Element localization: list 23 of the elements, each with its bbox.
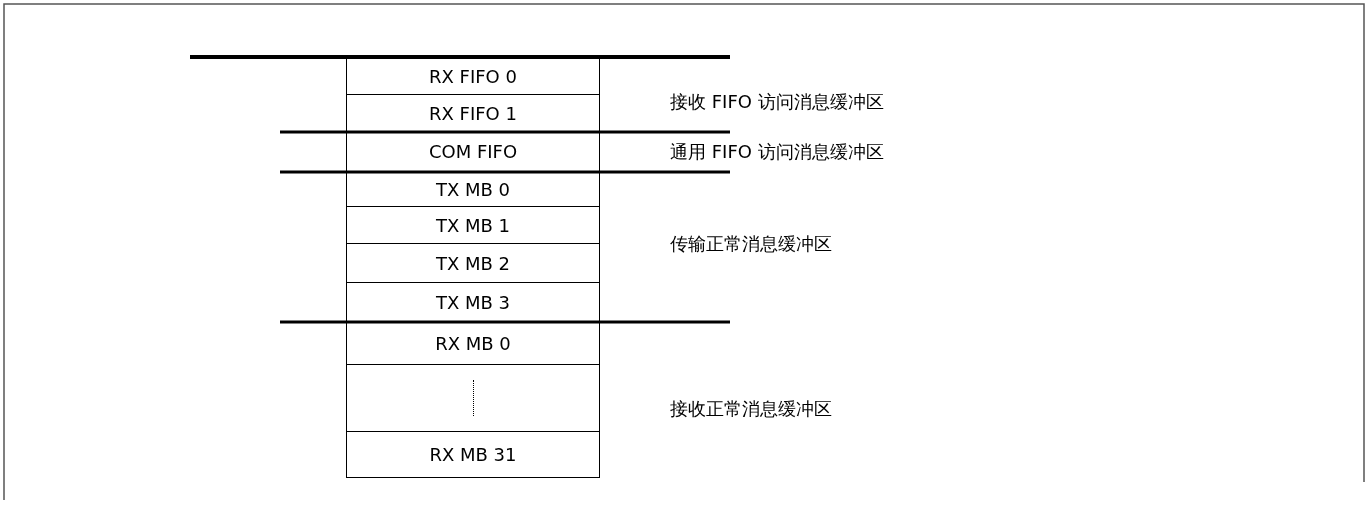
row-label: COM FIFO [428,141,518,162]
region-label: 接收正常消息缓冲区 [670,397,832,421]
row-label: RX FIFO 1 [429,102,517,124]
region-label: 接收 FIFO 访问消息缓冲区 [670,90,884,114]
row-label: TX MB 3 [435,291,511,313]
region-label: 通用 FIFO 访问消息缓冲区 [670,140,884,164]
region-label: 传输正常消息缓冲区 [670,232,832,256]
memory-row [346,131,600,172]
memory-row [346,282,600,322]
memory-row [346,57,600,95]
row-label: RX FIFO 0 [429,65,517,87]
memory-row [346,171,600,207]
memory-row [346,206,600,244]
memory-row [346,94,600,132]
row-label: TX MB 1 [435,214,511,236]
row-label: RX MB 0 [435,332,511,354]
memory-row [346,321,600,365]
row-label: RX MB 31 [429,444,517,465]
row-label: TX MB 2 [435,252,511,274]
memory-row [346,431,600,478]
ellipsis-row [346,364,600,432]
row-label: TX MB 0 [435,178,511,200]
memory-row [346,243,600,283]
